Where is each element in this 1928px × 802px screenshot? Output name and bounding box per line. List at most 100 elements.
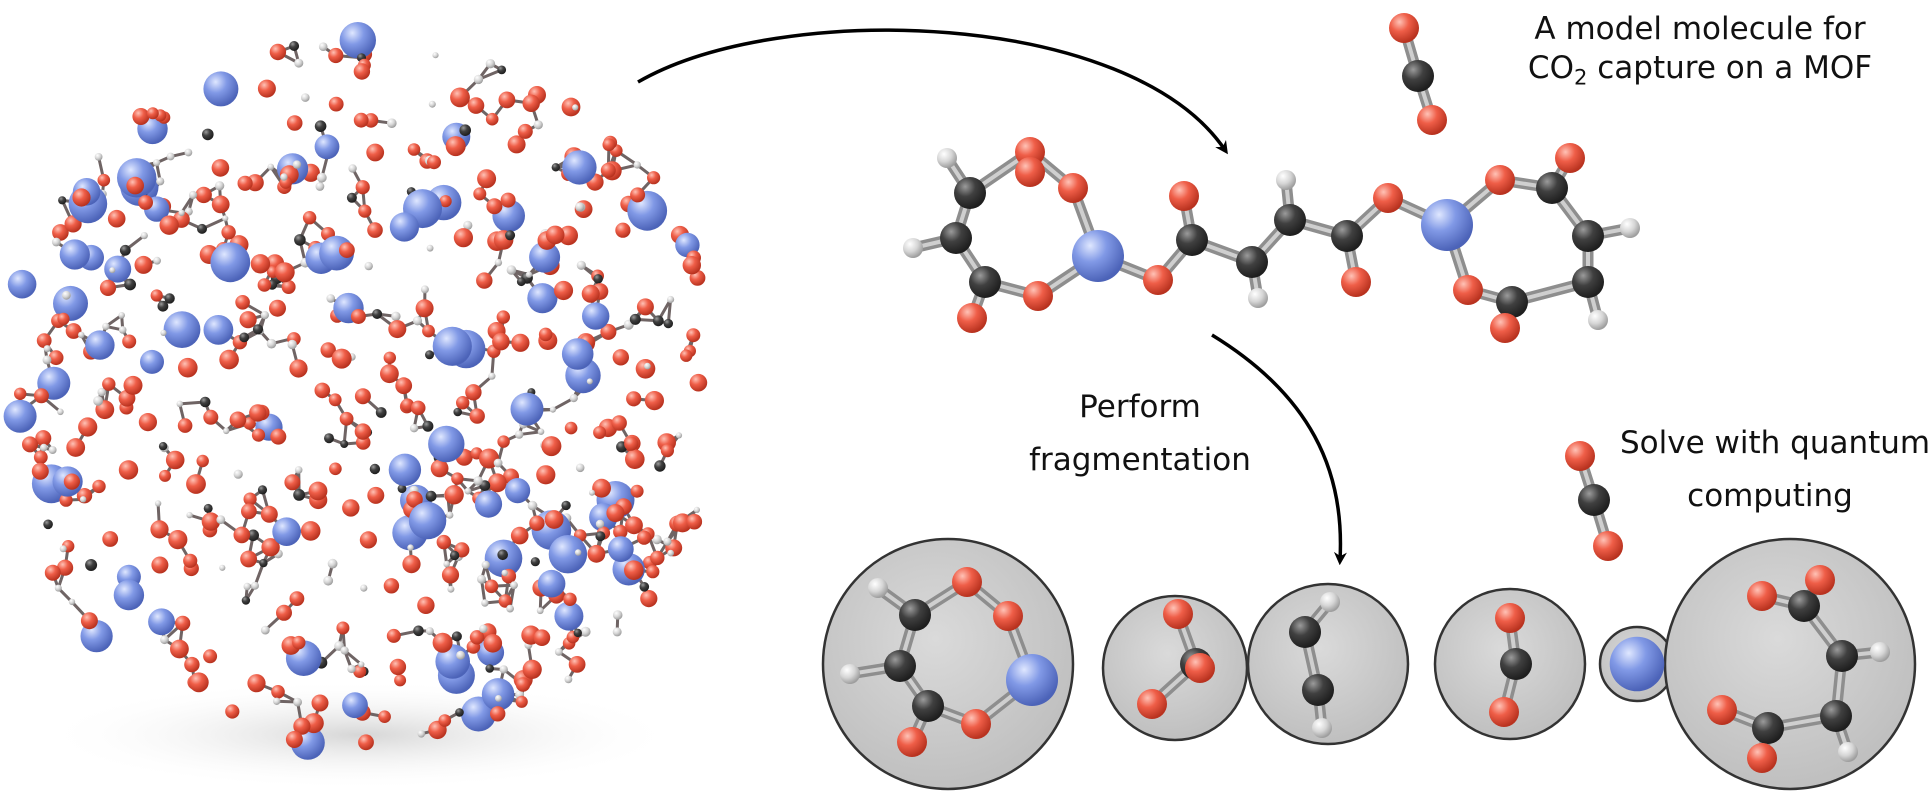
mof-carbon-atom [119,244,131,256]
mof-metal-atom [140,349,164,374]
mof-carbon-atom [372,309,383,319]
mof-hydrogen-atom [140,232,148,240]
mof-hydrogen-atom [463,220,473,230]
mof-oxygen-atom [35,430,52,447]
mof-oxygen-atom [533,629,551,646]
mof-oxygen-atom [184,656,200,673]
mof-hydrogen-atom [493,458,503,468]
mof-hydrogen-atom [340,646,349,655]
fragment-ring-left-hydrogen-atom [868,578,888,598]
mof-carbon-atom [652,315,664,327]
mof-hydrogen-atom [154,500,162,507]
mof-oxygen-atom [541,436,562,457]
mof-hydrogen-atom [446,511,454,519]
model-molecule-oxygen-atom [1341,267,1371,297]
mof-hydrogen-atom [667,549,674,557]
mof-oxygen-atom [353,112,369,128]
mof-oxygen-atom [188,672,209,693]
mof-oxygen-atom [386,628,401,643]
mof-metal-atom [3,399,37,433]
model-molecule-caption-line1: A model molecule for [1534,11,1866,47]
mof-carbon-atom [43,519,53,530]
mof-metal-atom [607,536,634,562]
mof-metal-atom [85,330,115,360]
mof-oxygen-atom [522,659,542,680]
mof-oxygen-atom [78,417,98,437]
capture-text: capture on a MOF [1587,49,1873,86]
model-molecule-carbon-atom [940,222,972,254]
mof-hydrogen-atom [481,560,490,570]
mof-oxygen-atom [445,136,466,157]
mof-carbon-atom [593,274,603,284]
fragment-ring-right-oxygen-atom [1747,581,1777,611]
mof-carbon-atom [561,500,571,511]
mof-oxygen-atom [497,435,510,448]
mof-carbon-atom [497,65,507,75]
mof-metal-atom [481,678,515,711]
mof-hydrogen-atom [267,163,275,171]
mof-hydrogen-atom [412,316,423,326]
mof-hydrogen-atom [488,372,496,380]
mof-oxygen-atom [276,604,292,621]
fragment-ring-left-carbon-atom [884,650,916,682]
mof-hydrogen-atom [589,489,595,496]
mof-oxygen-atom [581,284,600,303]
fragment-ring-right-carbon-atom [1752,712,1784,744]
mof-hydrogen-atom [223,427,230,435]
mof-oxygen-atom [564,421,578,435]
mof-hydrogen-atom [479,624,488,633]
mof-oxygen-atom [308,481,328,501]
mof-hydrogen-atom [109,267,116,274]
mof-oxygen-atom [517,123,533,139]
mof-carbon-atom [413,625,424,637]
mof-hydrogen-atom [216,515,226,525]
mof-carbon-atom [314,120,327,132]
mof-oxygen-atom [453,228,473,248]
mof-hydrogen-atom [260,625,270,635]
mof-carbon-atom [663,318,673,329]
model-molecule-oxygen-atom [1023,281,1053,311]
fragment-bubbles [821,537,1917,791]
mof-hydrogen-atom [184,148,193,157]
fragment-carboxylate-right [1489,603,1532,727]
mof-oxygen-atom [467,97,485,114]
mof-oxygen-atom [201,512,221,531]
mof-hydrogen-atom [633,161,641,169]
mof-oxygen-atom [243,492,257,506]
mof-oxygen-atom [422,324,435,338]
quantum-caption: Solve with quantum computing [1620,424,1928,516]
mof-hydrogen-atom [595,519,605,529]
mof-oxygen-atom [646,565,660,579]
mof-oxygen-atom [492,332,510,351]
mof-oxygen-atom [593,426,607,439]
mof-oxygen-atom [615,222,631,238]
mof-oxygen-atom [600,162,616,178]
mof-carbon-atom [459,124,472,136]
mof-metal-atom [272,517,301,546]
mof-oxygen-atom [314,382,331,399]
mof-hydrogen-atom [54,584,62,592]
mof-oxygen-atom [473,187,487,201]
mof-oxygen-atom [498,91,516,109]
mof-metal-atom [113,579,145,611]
mof-oxygen-atom [138,413,157,432]
co2-molecule-quantum-oxygen-atom [1565,441,1595,471]
co2-molecule-top-carbon-atom [1402,60,1434,92]
mof-oxygen-atom [680,349,693,362]
mof-oxygen-atom [563,592,577,606]
mof-hydrogen-atom [537,428,545,436]
mof-oxygen-atom [625,449,645,470]
mof-oxygen-atom [239,311,257,329]
mof-hydrogen-atom [102,322,110,331]
mof-oxygen-atom [203,409,219,425]
co2-molecule-top-oxygen-atom [1417,105,1447,135]
mof-oxygen-atom [606,504,625,523]
fragment-ring-left-oxygen-atom [897,727,927,757]
mof-oxygen-atom [251,428,266,442]
mof-oxygen-atom [270,428,287,445]
mof-oxygen-atom [417,596,435,614]
mof-oxygen-atom [99,279,117,296]
mof-hydrogen-atom [409,424,419,433]
mof-hydrogen-atom [515,430,524,439]
mof-oxygen-atom [637,530,652,545]
